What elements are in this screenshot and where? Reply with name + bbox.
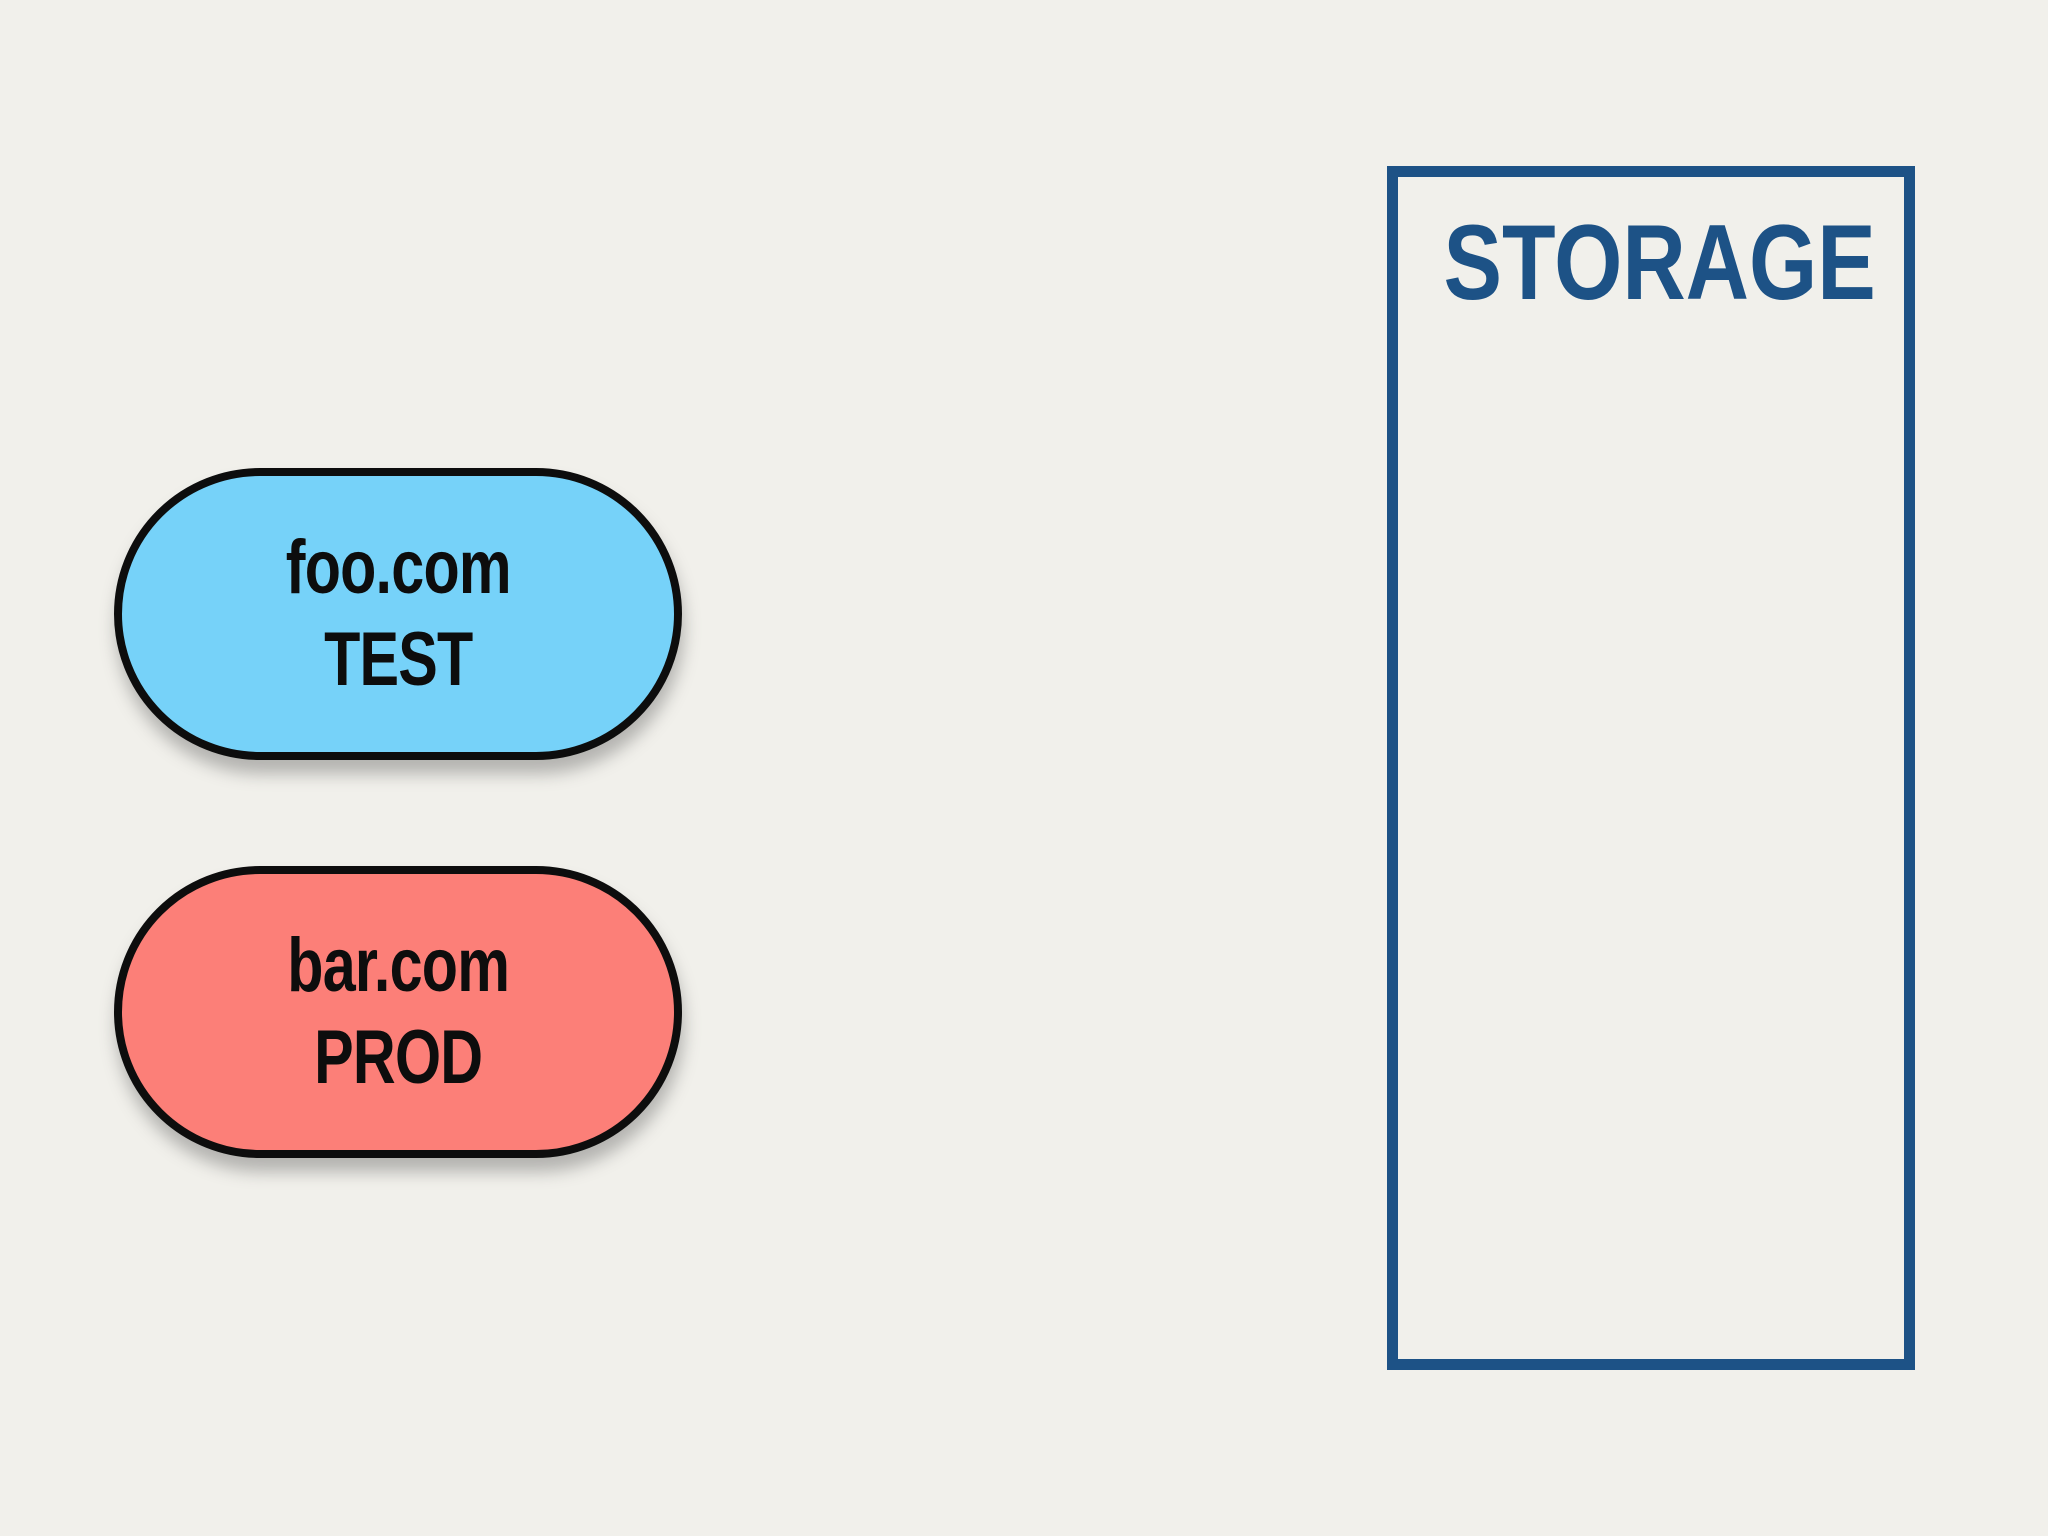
storage-title: STORAGE	[1443, 202, 1876, 322]
node-bar-prod-label-line2: PROD	[313, 1015, 483, 1100]
node-foo-test-label-line2: TEST	[323, 617, 473, 702]
node-foo-test-label: foo.com TEST	[285, 522, 511, 706]
storage-container-box: STORAGE	[1387, 166, 1915, 1370]
node-bar-prod: bar.com PROD	[114, 866, 682, 1158]
node-foo-test: foo.com TEST	[114, 468, 682, 760]
node-foo-test-label-line1: foo.com	[285, 525, 511, 611]
node-bar-prod-label-line1: bar.com	[287, 923, 510, 1009]
node-bar-prod-label: bar.com PROD	[287, 920, 510, 1104]
